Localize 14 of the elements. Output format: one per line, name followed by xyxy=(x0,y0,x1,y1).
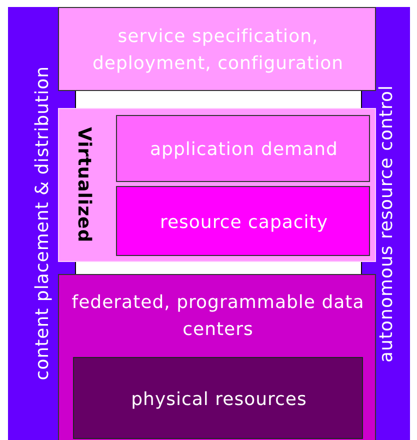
layer-box xyxy=(116,115,370,182)
bar-label: content placement & distribution xyxy=(30,66,54,381)
layer-label: Virtualized xyxy=(72,127,96,243)
layer-label: federated, programmable data centers xyxy=(70,291,366,342)
layer-box xyxy=(73,357,363,439)
layer-label: application demand xyxy=(150,138,338,162)
layer-panel xyxy=(58,7,376,91)
layer-box xyxy=(116,186,370,256)
layer-label: resource capacity xyxy=(160,210,328,234)
bar-label: autonomous resource control xyxy=(374,84,398,362)
layer-panel xyxy=(58,108,376,262)
layer-label: service specification, deployment, configuration xyxy=(91,25,344,76)
layer-panel xyxy=(58,274,376,440)
layer-label: physical resources xyxy=(131,388,307,412)
